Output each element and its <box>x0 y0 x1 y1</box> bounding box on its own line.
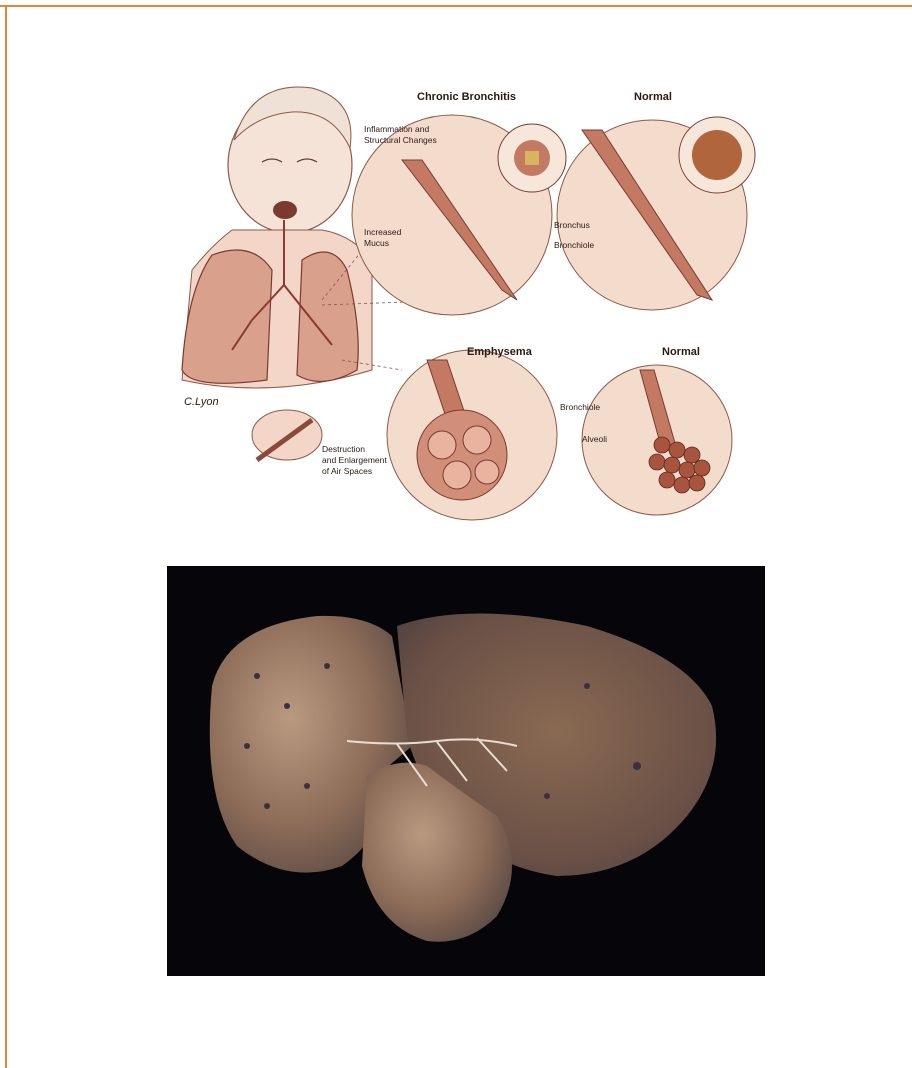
label-alveoli: Alveoli <box>582 434 607 444</box>
heading-normal-bottom: Normal <box>662 346 700 358</box>
heading-emphysema: Emphysema <box>467 346 533 358</box>
lung-specimen-photo <box>167 566 765 976</box>
label-inflammation-line1: Inflammation and <box>364 124 429 134</box>
label-destruction-line1: Destruction <box>322 444 365 454</box>
heading-normal-top: Normal <box>634 91 672 103</box>
signature: C.Lyon <box>184 396 219 408</box>
chronic-bronchitis-panel <box>352 115 566 315</box>
label-increased-line1: Increased <box>364 227 402 237</box>
emphysema-panel <box>387 350 557 520</box>
label-destruction-line3: of Air Spaces <box>322 466 372 476</box>
label-bronchiole-top: Bronchiole <box>554 240 594 250</box>
label-destruction-line2: and Enlargement <box>322 455 387 465</box>
copd-illustration: C.Lyon Chronic Bronchitis Inflammation a… <box>172 70 762 530</box>
label-increased-line2: Mucus <box>364 238 389 248</box>
label-bronchus: Bronchus <box>554 220 590 230</box>
frame-left-border <box>5 5 7 1068</box>
hand-cigarette-drawing <box>252 410 322 460</box>
label-inflammation-line2: Structural Changes <box>364 135 437 145</box>
frame-top-border <box>0 5 912 7</box>
normal-top-panel <box>557 117 755 310</box>
lung-specimen-drawing <box>167 566 765 976</box>
heading-chronic-bronchitis: Chronic Bronchitis <box>417 91 516 103</box>
label-bronchiole-bottom: Bronchiole <box>560 402 600 412</box>
